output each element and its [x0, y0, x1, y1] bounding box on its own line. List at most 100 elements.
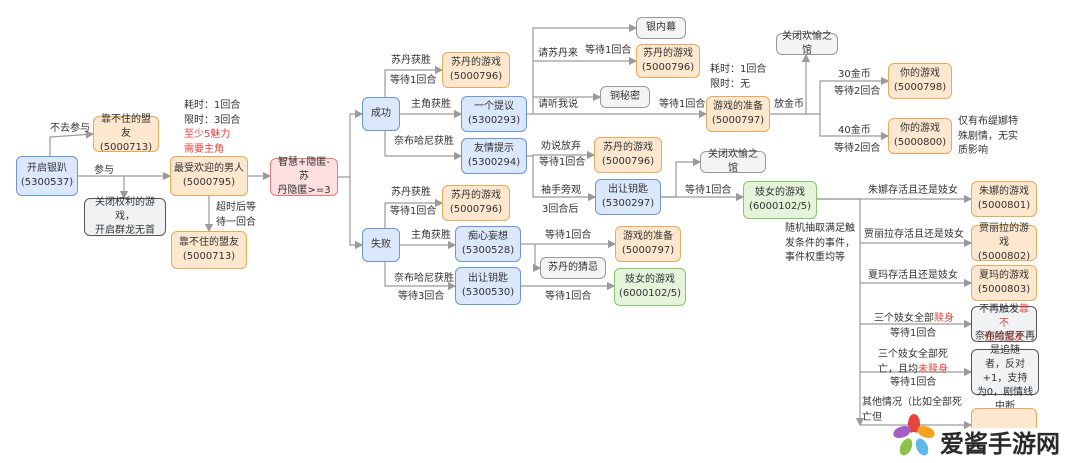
label-nbhn-win1: 奈布哈尼获胜	[394, 136, 454, 147]
node-give-key2: 出让钥匙 (5300530)	[455, 267, 521, 305]
node-unreliable1: 靠不住的盟友 (5000713)	[93, 114, 159, 153]
label-sudan-win2: 苏丹获胜	[391, 187, 431, 198]
node-cut-box	[971, 408, 1037, 428]
label-time-cost2: 耗时：1回合 限时：无	[710, 64, 767, 90]
label-hero-win2: 主角获胜	[411, 230, 451, 241]
node-zhuna-game: 朱娜的游戏 (5000801)	[971, 181, 1037, 217]
label-persuade: 劝说放弃	[541, 141, 581, 152]
node-silver-curtain: 银内幕	[636, 17, 686, 39]
label-wait1-j: 等待1回合	[890, 377, 937, 388]
edge-friendship-to-givekey1	[532, 156, 597, 202]
label-wait1-h: 等待1回合	[545, 291, 592, 302]
node-jiali-game: 贾丽拉的游戏 (5000802)	[971, 223, 1037, 262]
label-wait1-e: 等待1回合	[685, 185, 732, 196]
edge-friendship-to-sudan3	[527, 150, 596, 160]
node-nbhn: 奈布哈尼不再是追随 者，反对+1，支持 为0，剧情线中断	[971, 331, 1039, 412]
node-success: 成功	[362, 97, 400, 131]
node-proposal: 一个提议 (5300293)	[461, 96, 527, 132]
label-invite-sudan: 请苏丹来	[538, 48, 578, 59]
node-close-hall2: 关闭欢愉之馆	[700, 149, 766, 174]
node-your-game2: 你的游戏 (5000800)	[888, 118, 952, 154]
node-prostitute-game2: 妓女的游戏 (6000102/5)	[614, 268, 686, 306]
label-nbhn-win2: 奈布哈尼获胜	[394, 273, 454, 284]
note-all-redeemed-part: 赎身	[934, 313, 954, 324]
label-zhuna-alive: 朱娜存活且还是妓女	[868, 185, 958, 196]
edge-start-to-unreliable1	[49, 130, 95, 156]
node-friendship: 友情提示 (5300294)	[461, 138, 527, 174]
label-not-join: 不去参与	[50, 123, 90, 134]
node-prostitute-game1: 妓女的游戏 (6000102/5)	[743, 181, 817, 219]
note-time-cost-1-part: 耗时：1回合	[184, 100, 241, 111]
node-game-prep1: 游戏的准备 (5000797)	[706, 96, 770, 132]
node-close-hall1: 关闭欢愉之馆	[776, 31, 838, 56]
label-wait1-f: 等待1回合	[390, 206, 437, 217]
label-wait1-a: 等待1回合	[390, 75, 437, 86]
no-trigger-text: 不再触发	[979, 304, 1019, 315]
label-wait1-d: 等待1回合	[539, 157, 586, 168]
label-invite-me: 请听我说	[538, 99, 578, 110]
edge-check-to-fail	[349, 177, 364, 250]
note-time-cost-1-part: 至少5魅力	[184, 129, 231, 140]
note-all-redeemed: 三个妓女全部赎身	[874, 312, 954, 327]
node-game-prep2: 游戏的准备 (5000797)	[615, 226, 681, 262]
label-other-cases: 其他情况（比如全部死 亡但	[862, 397, 962, 423]
edge-proposal-to-silver	[527, 23, 638, 115]
label-wait1-b: 等待1回合	[585, 45, 632, 56]
note-all-redeemed-part: 三个妓女全部	[874, 313, 934, 324]
label-jiali-alive: 贾丽拉存活且还是妓女	[864, 229, 964, 240]
node-popular: 最受欢迎的男人 (5000795)	[170, 156, 248, 196]
node-check: 智慧+隐匿-苏 丹隐匿>=3	[270, 157, 338, 196]
label-wait2-a: 等待2回合	[834, 86, 881, 97]
node-your-game1: 你的游戏 (5000798)	[888, 63, 952, 99]
no-trigger-highlight-2: 住的盟友	[984, 332, 1024, 343]
note-time-cost-1: 耗时：1回合限时：3回合至少5魅力需要主角	[184, 99, 240, 157]
node-sudan-guess: 苏丹的猜忌	[540, 257, 606, 279]
watermark-text: 爱酱手游网	[940, 430, 1060, 458]
edge-prostitute1-to-branches	[817, 198, 865, 427]
label-hero-win1: 主角获胜	[411, 99, 451, 110]
note-all-dead: 三个妓女全部死亡，且均未赎身	[878, 348, 948, 377]
label-sudan-win1: 苏丹获胜	[391, 55, 431, 66]
label-wait1-c: 等待1回合	[659, 99, 706, 110]
label-timeout: 超时后等 待一回合	[216, 202, 256, 228]
label-wait1-i: 等待1回合	[890, 328, 937, 339]
node-no-trigger: 不再触发靠不住的盟友	[971, 304, 1037, 343]
edge-delusion-to-guess	[532, 244, 542, 273]
label-wait3: 等待3回合	[398, 291, 445, 302]
label-gold40: 40金币	[838, 125, 871, 136]
label-after3: 3回合后	[542, 204, 579, 215]
label-watch: 袖手旁观	[541, 185, 581, 196]
no-trigger-highlight: 靠不	[999, 304, 1029, 329]
note-all-dead-part: 亡，且均	[878, 363, 918, 375]
note-all-dead-part: 三个妓女全部死	[878, 349, 948, 360]
node-delusion: 痴心妄想 (5300528)	[455, 226, 521, 262]
label-join: 参与	[94, 165, 114, 176]
label-only-nbhn: 仅有布缇娜特 殊剧情，无实 质影响	[958, 116, 1018, 156]
node-sudan-game4: 苏丹的游戏 (5000796)	[442, 185, 510, 221]
pinwheel-logo-icon	[893, 413, 935, 459]
edge-prep1-to-your2	[819, 114, 890, 141]
node-sudan-game2: 苏丹的游戏 (5000796)	[636, 44, 700, 78]
node-close-power: 关闭权利的游戏， 开启群龙无首	[84, 197, 166, 236]
node-unreliable2: 靠不住的盟友 (5000713)	[171, 231, 247, 269]
node-xiama-game: 夏玛的游戏 (5000803)	[971, 265, 1037, 301]
node-copper-secret: 铜秘密	[600, 86, 650, 108]
label-gold30: 30金币	[838, 69, 871, 80]
label-gold: 放金币	[774, 99, 804, 110]
node-sudan-game3: 苏丹的游戏 (5000796)	[594, 137, 662, 173]
edge-prep1-to-your1	[806, 76, 890, 115]
label-xiama-alive: 夏玛存活且还是妓女	[868, 270, 958, 281]
edge-check-to-split	[338, 109, 364, 178]
node-sudan-game1: 苏丹的游戏 (5000796)	[442, 52, 510, 88]
note-all-dead-part: 未赎身	[918, 363, 948, 375]
note-time-cost-1-part: 限时：3回合	[184, 114, 241, 126]
node-start: 开启银趴 (5300537)	[16, 156, 78, 196]
note-time-cost-1-part: 需要主角	[184, 143, 224, 155]
node-give-key1: 出让钥匙 (5300297)	[595, 179, 661, 215]
label-random: 随机抽取满足触 发条件的事件， 事件权重均等	[785, 223, 855, 263]
node-fail: 失败	[362, 228, 400, 262]
label-wait2-b: 等待2回合	[834, 143, 881, 154]
label-wait1-g: 等待1回合	[545, 230, 592, 241]
